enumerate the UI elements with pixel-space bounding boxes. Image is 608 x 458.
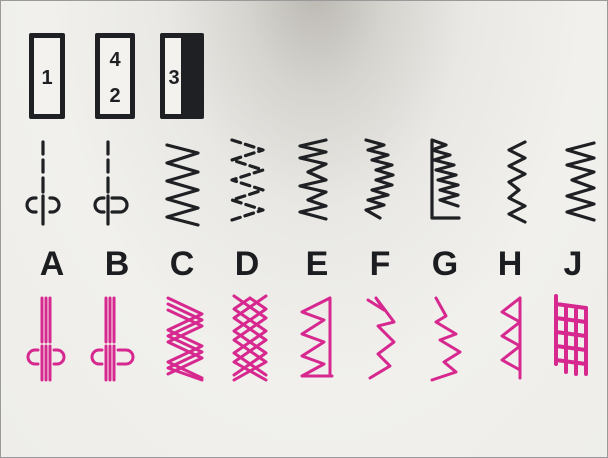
photo-border (0, 0, 608, 458)
stitch-chart-photo: 1 4 2 3 A B C D E F G H J (0, 0, 608, 458)
